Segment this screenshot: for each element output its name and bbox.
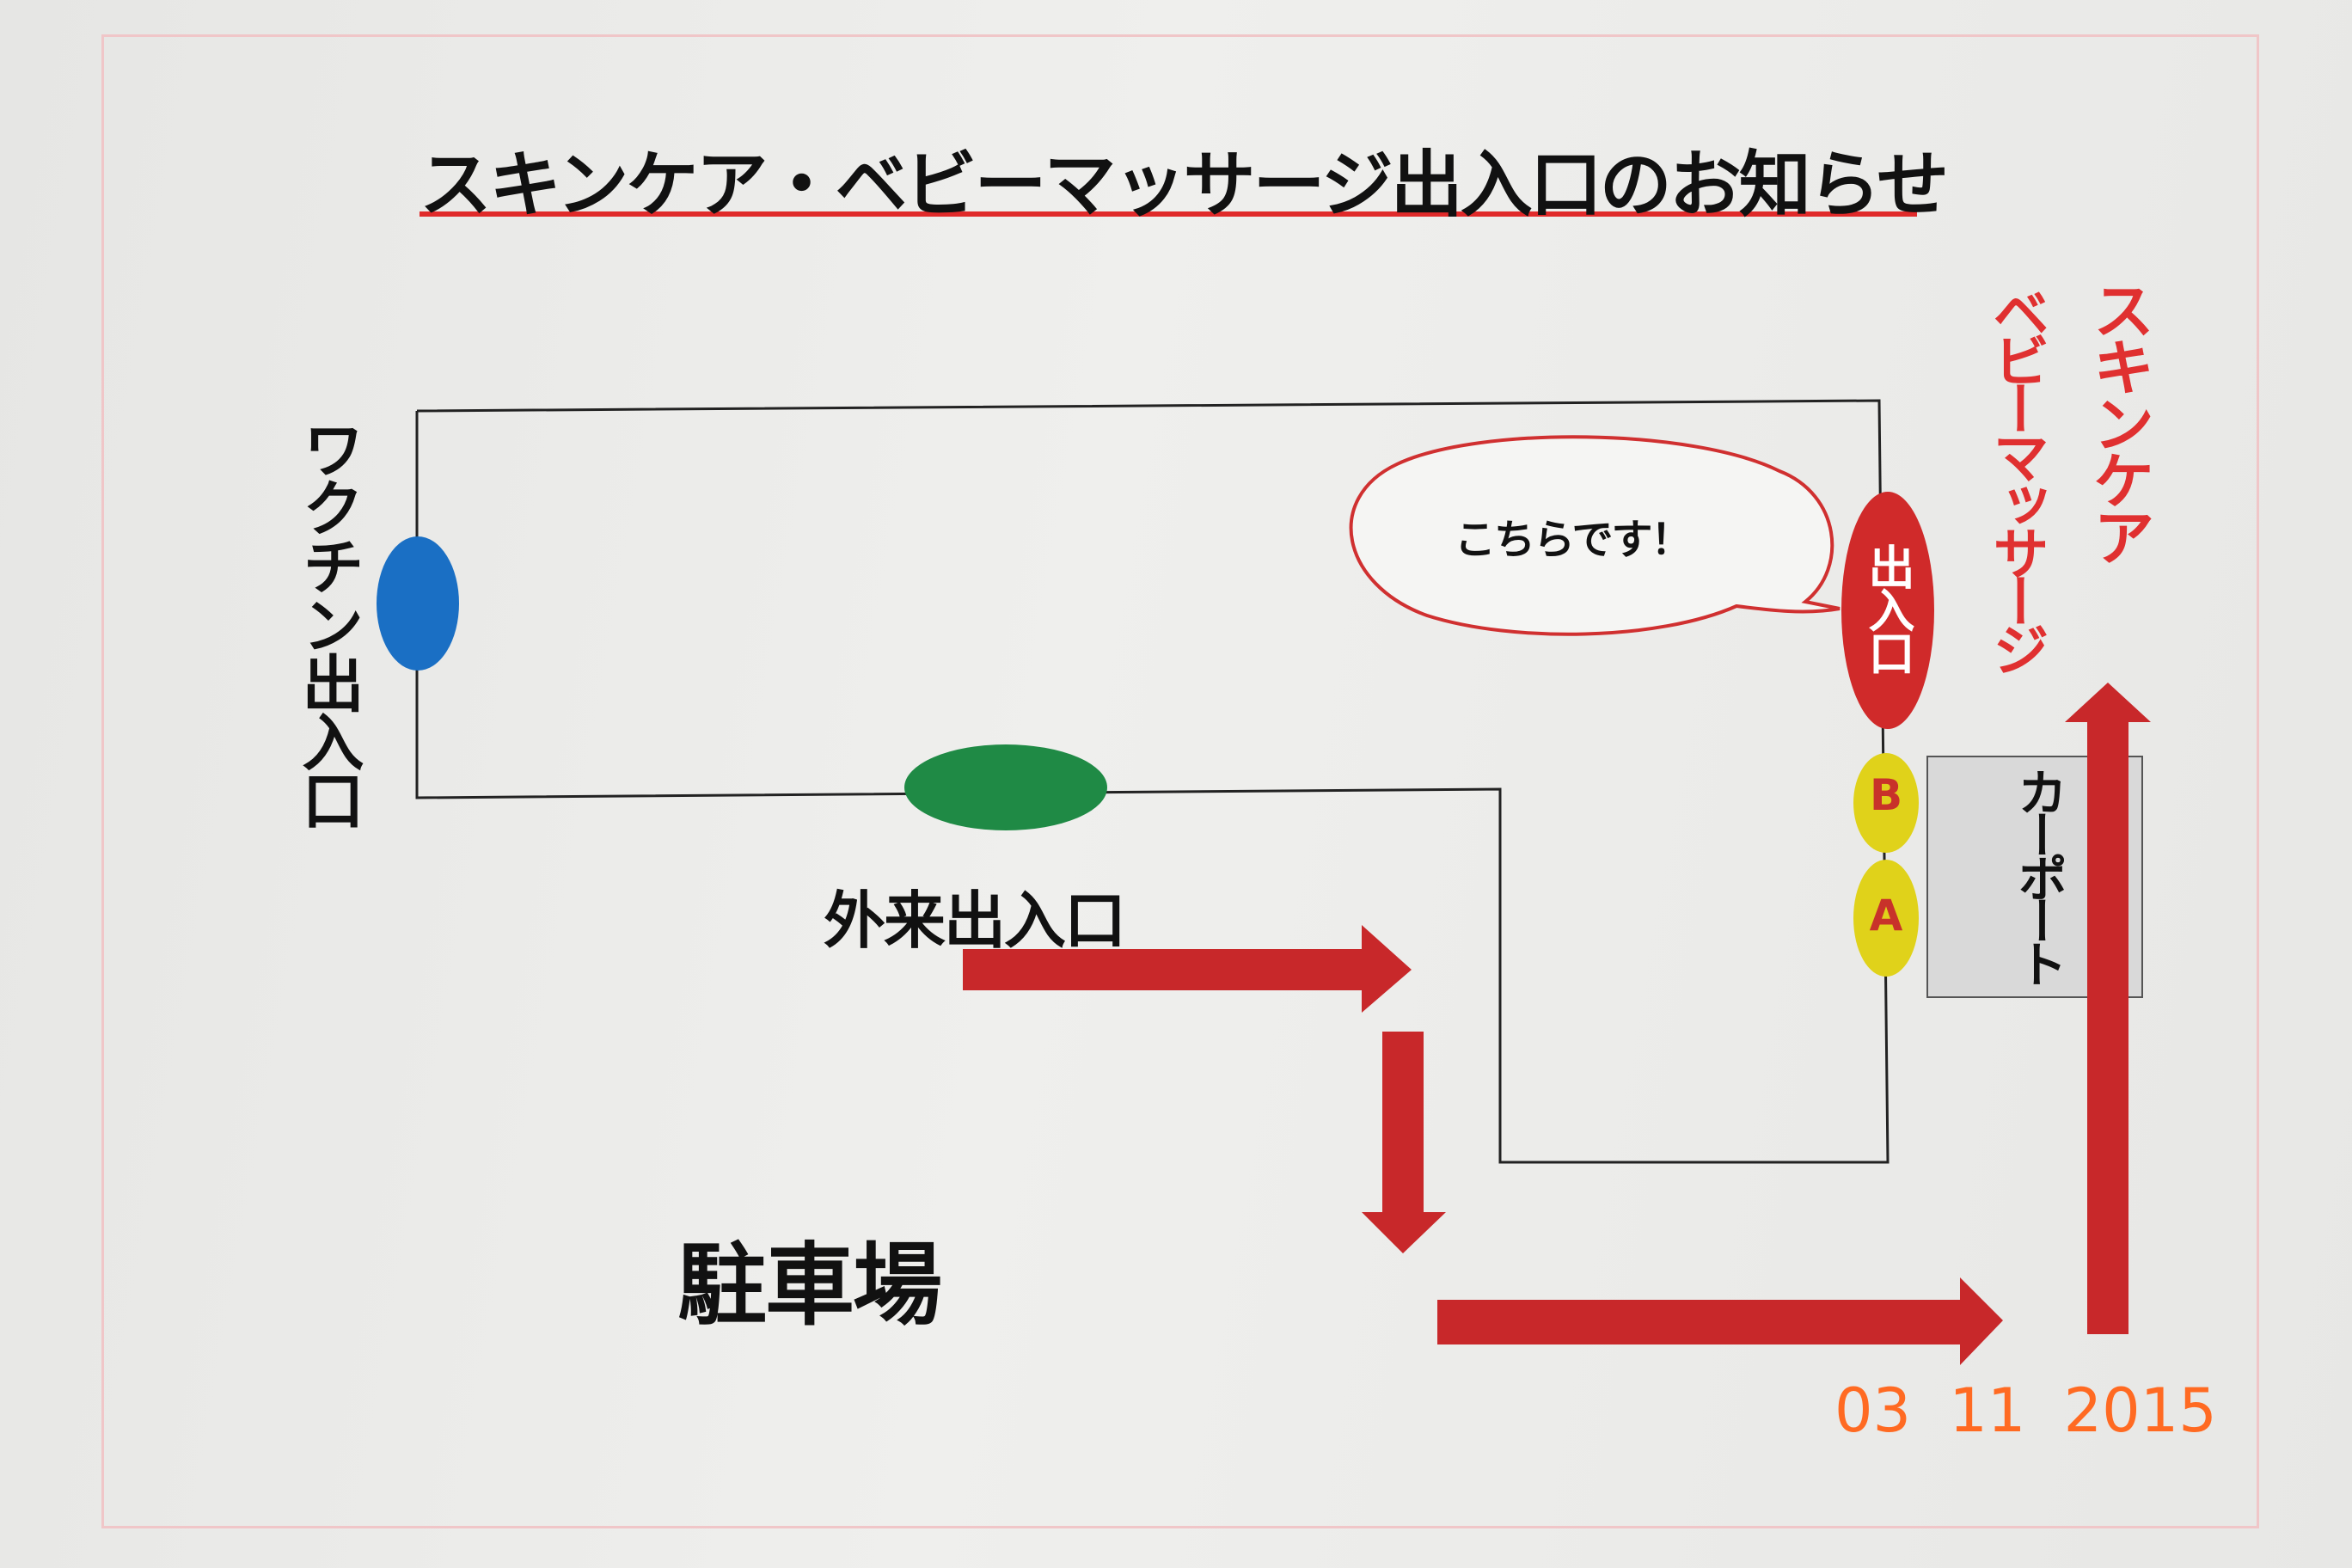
speech-bubble-text: こちらです！ <box>1455 516 1693 564</box>
vaccine-entrance-label: ワクチン出入口 <box>291 418 364 827</box>
notice-title: スキンケア・ベビーマッサージ出入口のお知らせ <box>420 143 1949 227</box>
vaccine-entrance-marker <box>377 536 459 671</box>
building-outline <box>415 399 1890 1164</box>
door-b-label: B <box>1869 770 1903 820</box>
door-a-label: A <box>1869 891 1903 940</box>
door-b-marker <box>1853 753 1919 853</box>
route-arrow-right-1 <box>963 925 1412 1013</box>
door-a-marker <box>1853 860 1919 977</box>
date-stamp: 03 11 2015 <box>1834 1375 2217 1446</box>
outpatient-entrance-marker <box>904 744 1107 830</box>
speech-bubble <box>1349 435 1841 636</box>
title-underline <box>420 211 1917 217</box>
skincare-exit-marker <box>1841 492 1934 729</box>
parking-label: 駐車場 <box>677 1233 942 1338</box>
route-arrow-down <box>1362 1032 1446 1253</box>
pink-border-frame <box>101 34 2259 1528</box>
destination-label-baby-massage: ベビーマッサージ <box>1983 284 2049 669</box>
outpatient-entrance-label: 外来出入口 <box>824 885 1126 957</box>
carport-label: カーポート <box>2009 767 2067 982</box>
route-arrow-right-2 <box>1437 1277 2003 1365</box>
destination-label-skincare: スキンケア <box>2082 279 2154 562</box>
route-arrow-up <box>2065 683 2151 1334</box>
skincare-exit-label: 出入口 <box>1860 543 1914 672</box>
